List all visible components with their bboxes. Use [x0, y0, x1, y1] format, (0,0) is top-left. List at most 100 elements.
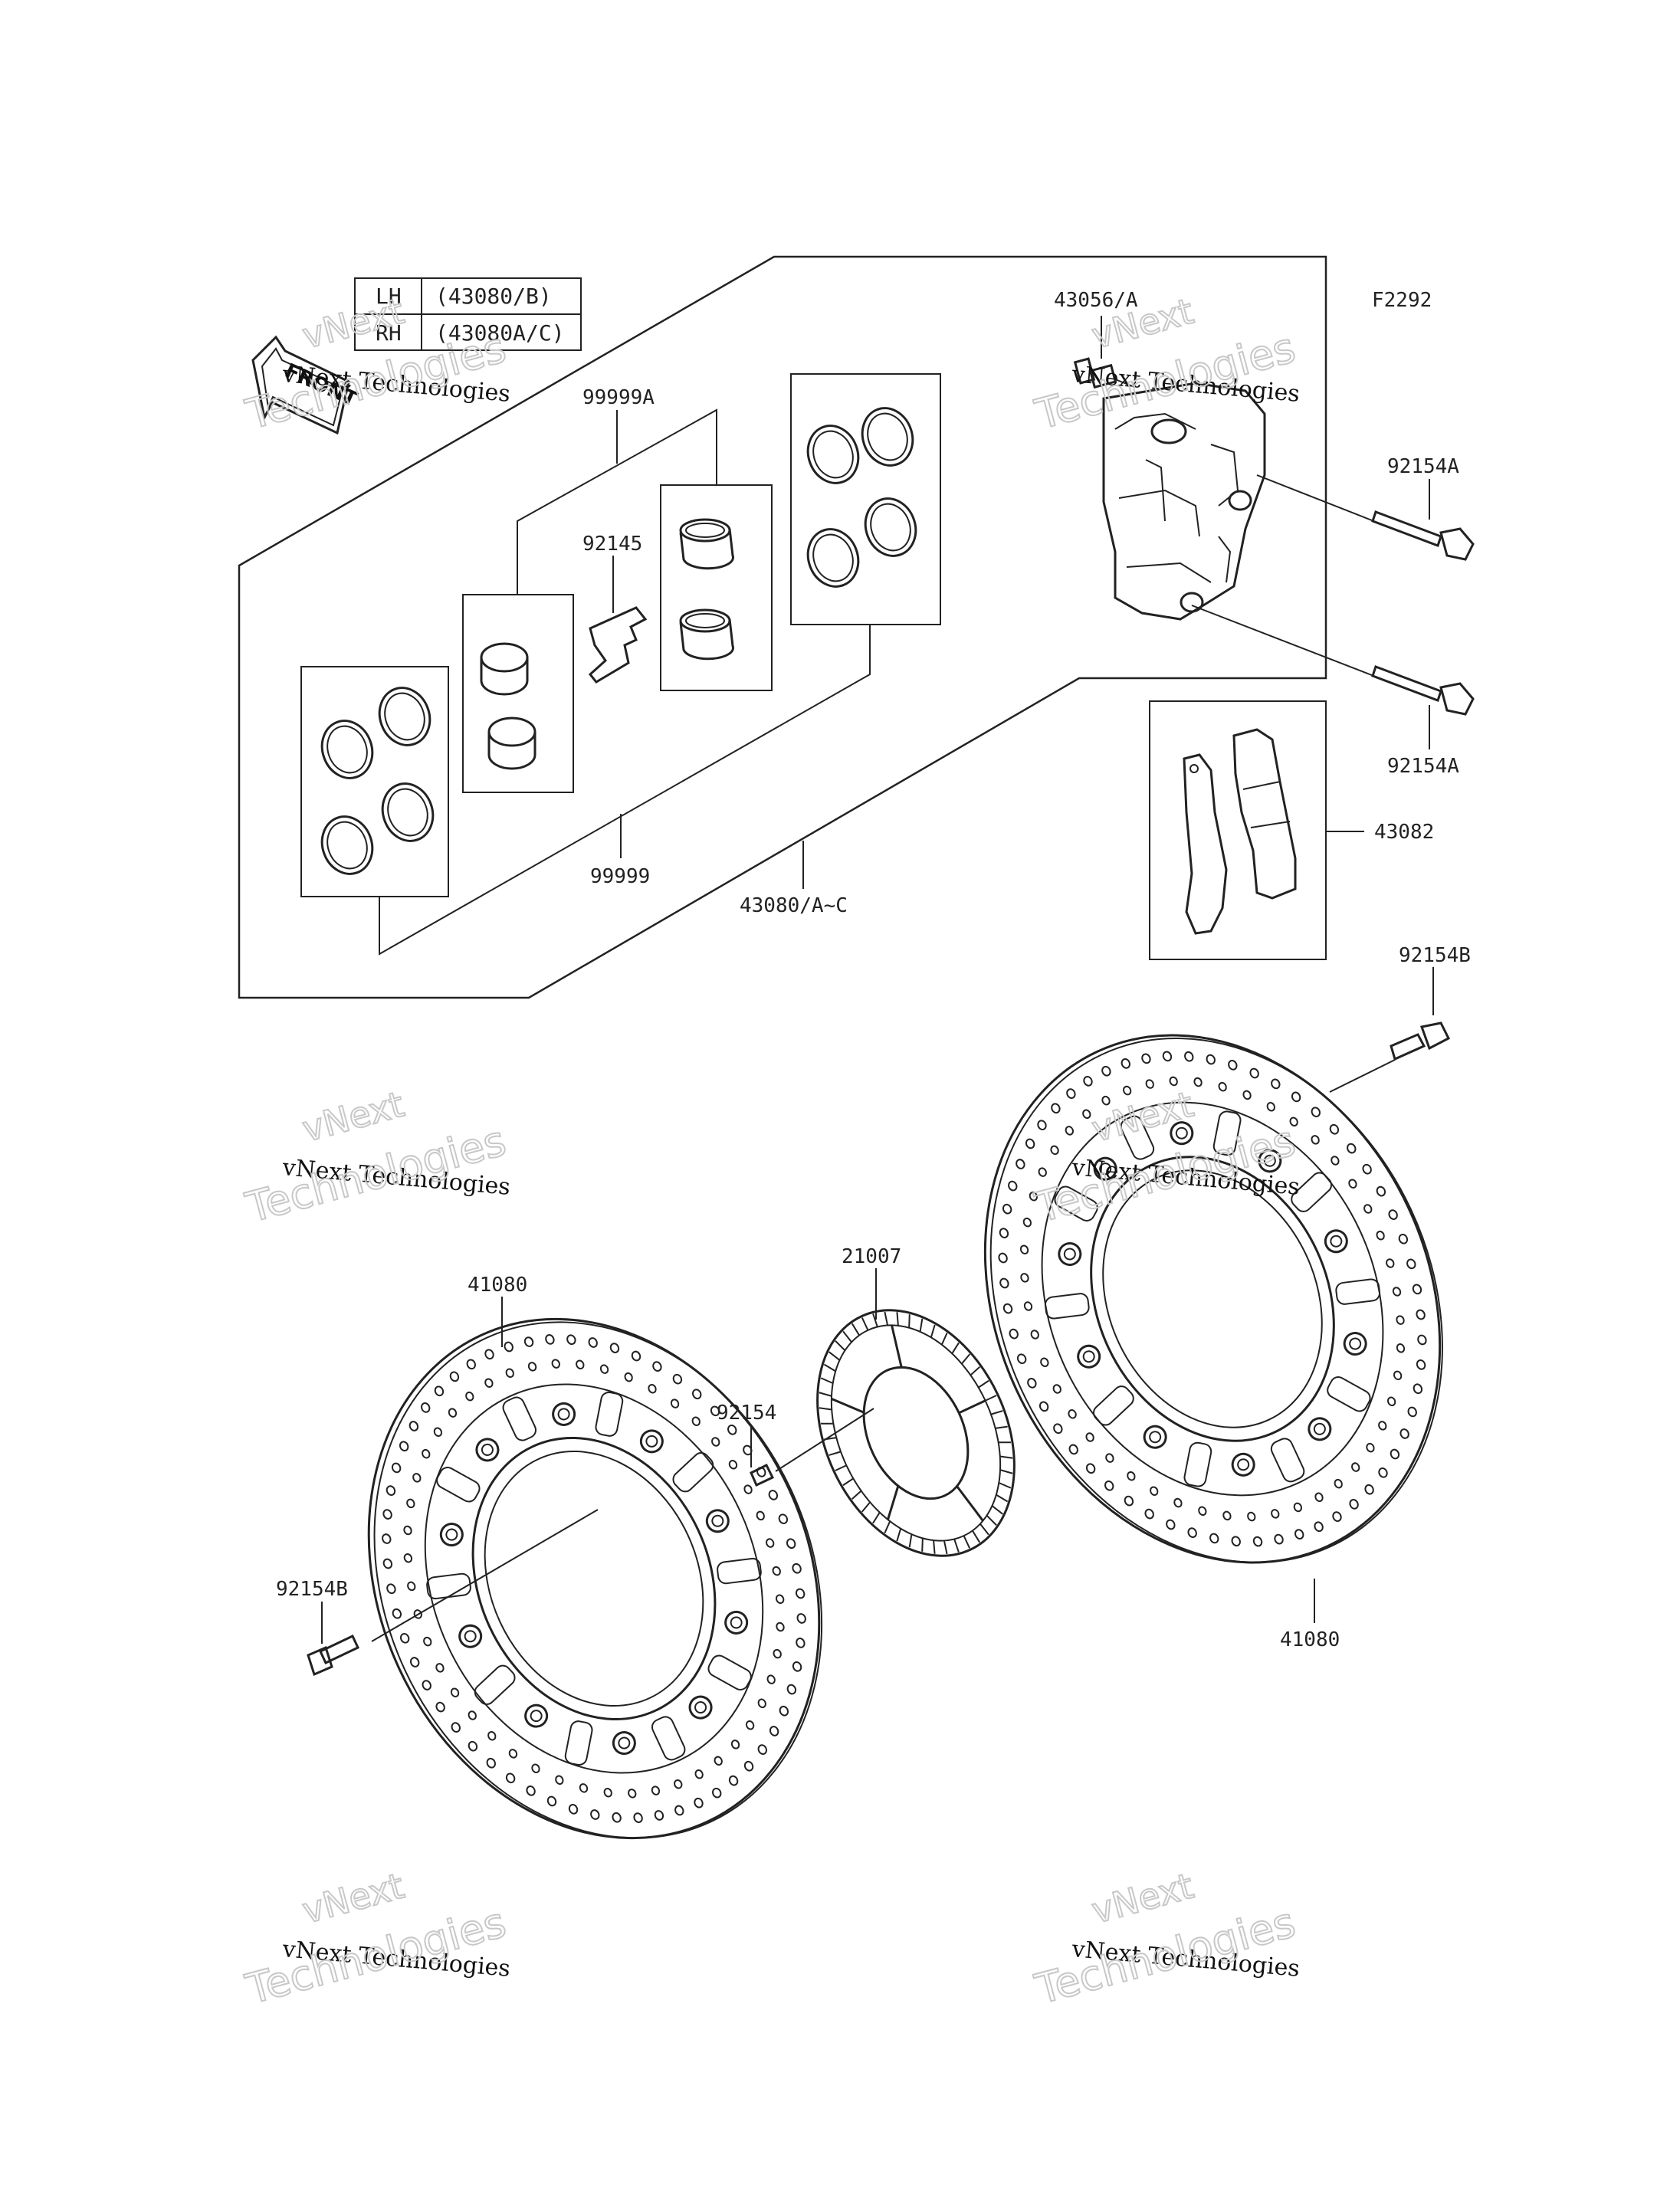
rotor-tooth: [820, 1377, 834, 1384]
bobbin-center: [557, 1408, 570, 1421]
vent-hole: [1218, 1081, 1227, 1092]
vent-hole: [413, 1609, 422, 1619]
vent-hole: [743, 1444, 753, 1456]
vent-hole: [999, 1277, 1009, 1289]
vent-hole: [999, 1228, 1009, 1238]
svg-text:vNext: vNext: [298, 290, 409, 357]
vent-hole: [391, 1462, 402, 1474]
vent-hole: [579, 1783, 589, 1793]
vent-hole: [651, 1785, 661, 1795]
vent-hole: [1390, 1448, 1400, 1460]
vent-hole: [451, 1722, 461, 1733]
vent-hole: [1331, 1156, 1340, 1166]
vent-hole: [1193, 1077, 1203, 1087]
sensor-rotor-icon: [816, 1309, 1016, 1557]
vent-hole: [1101, 1065, 1111, 1077]
svg-text:vNext: vNext: [298, 1865, 409, 1932]
rotor-tooth: [851, 1323, 860, 1336]
vent-hole: [1271, 1078, 1281, 1090]
rotor-tooth: [919, 1318, 924, 1333]
vent-hole: [1294, 1529, 1304, 1540]
sensor-rotor-teeth: [819, 1311, 1013, 1555]
vent-hole: [590, 1809, 600, 1820]
vent-hole: [795, 1588, 806, 1599]
vent-hole: [421, 1402, 431, 1413]
rotor-spoke: [887, 1485, 900, 1520]
label-bolt-lower: 92154A: [1387, 755, 1459, 778]
vent-hole: [423, 1636, 432, 1647]
vent-hole: [1184, 1051, 1194, 1062]
bobbin-slot: [474, 1664, 516, 1705]
brake-pad-icon-2: [1232, 728, 1297, 900]
vent-hole: [403, 1553, 413, 1563]
bobbin: [1058, 1241, 1082, 1266]
vent-hole: [1222, 1510, 1232, 1521]
vent-hole: [766, 1674, 776, 1684]
vent-hole: [546, 1795, 557, 1807]
vent-hole: [1085, 1463, 1096, 1474]
bobbin-slot: [1270, 1438, 1305, 1483]
vent-hole: [566, 1334, 576, 1346]
bobbin-slot: [1092, 1385, 1134, 1426]
vent-hole: [674, 1805, 684, 1816]
vent-hole: [1347, 1143, 1357, 1154]
vent-hole: [769, 1726, 779, 1736]
vent-hole: [1016, 1159, 1025, 1169]
vent-hole: [1145, 1079, 1154, 1089]
rotor-tooth: [991, 1505, 1003, 1515]
vent-hole: [1040, 1357, 1049, 1368]
bobbin: [705, 1509, 730, 1533]
vent-hole: [1349, 1499, 1359, 1510]
brake-disc-icon: [367, 1317, 823, 1840]
vent-hole: [609, 1343, 620, 1353]
bobbin-slot: [595, 1391, 624, 1437]
vent-hole: [674, 1779, 683, 1789]
rotor-tooth: [963, 1535, 971, 1549]
vent-hole: [796, 1638, 806, 1648]
vent-hole: [1053, 1423, 1063, 1435]
label-disc-bolt-right: 92154B: [1399, 944, 1471, 967]
disc-vent-holes: [382, 1334, 806, 1823]
vent-hole: [505, 1368, 514, 1379]
vent-hole: [1329, 1123, 1340, 1135]
watermark-4: vNext vNext Technologies Technologies: [1029, 1083, 1301, 1233]
bobbin-slot: [717, 1557, 762, 1585]
bobbin-center: [1263, 1154, 1276, 1167]
side-table-lh: LH: [376, 284, 402, 309]
bobbin-center: [1237, 1458, 1250, 1471]
bobbin: [1170, 1121, 1194, 1146]
bobbin: [1143, 1425, 1167, 1449]
rotor-tooth: [819, 1392, 832, 1397]
bobbin-slot: [1335, 1278, 1381, 1305]
brake-caliper-icon: [1102, 382, 1266, 621]
vent-hole: [382, 1533, 392, 1544]
vent-hole: [1020, 1273, 1029, 1283]
vent-hole: [422, 1680, 431, 1690]
label-seal-set: 99999: [590, 865, 650, 888]
watermark-6: vNext vNext Technologies Technologies: [1029, 1864, 1301, 2015]
rotor-tooth: [829, 1451, 842, 1456]
watermark-5: vNext vNext Technologies Technologies: [240, 1864, 511, 2015]
vent-hole: [1083, 1076, 1093, 1087]
vent-hole: [694, 1769, 704, 1779]
rotor-tooth: [943, 1540, 948, 1555]
rotor-tooth: [972, 1530, 981, 1543]
vent-hole: [692, 1389, 702, 1400]
vent-hole: [1274, 1533, 1284, 1545]
bobbin: [1093, 1156, 1117, 1181]
vent-hole: [588, 1337, 598, 1348]
vent-hole: [757, 1698, 766, 1709]
rotor-tooth: [930, 1324, 936, 1338]
vent-hole: [1121, 1058, 1130, 1069]
vent-hole: [435, 1663, 445, 1673]
vent-hole: [531, 1763, 540, 1773]
rotor-tooth: [979, 1523, 989, 1536]
vent-hole: [484, 1349, 494, 1360]
vent-hole: [712, 1787, 722, 1799]
bobbin-slot: [1291, 1172, 1333, 1212]
vent-hole: [1231, 1536, 1241, 1547]
vent-hole: [465, 1391, 474, 1402]
vent-hole: [1386, 1396, 1396, 1407]
svg-text:vNext: vNext: [1088, 1084, 1198, 1150]
vent-hole: [1206, 1054, 1216, 1065]
